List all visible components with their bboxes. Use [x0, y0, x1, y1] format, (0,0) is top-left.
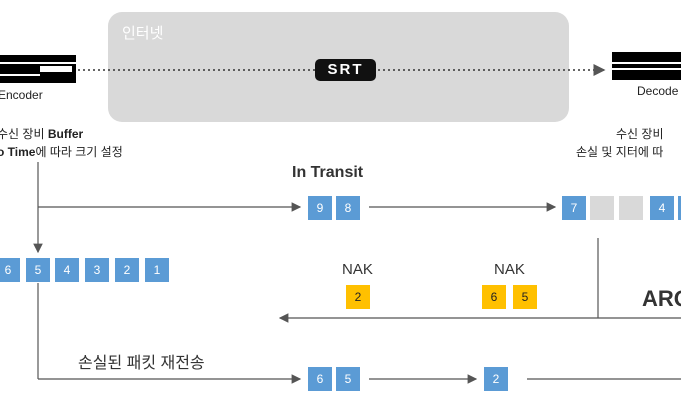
encoder-note-prefix: 수신 장비	[0, 127, 48, 141]
retransmit-label: 손실된 패킷 재전송	[78, 355, 205, 372]
arq-label: ARQ	[642, 286, 681, 311]
nak-packet: 5	[513, 285, 537, 309]
encoder-note-bold: Buffer	[47, 127, 84, 141]
receiver-packet: 7	[562, 196, 586, 220]
receiver-lost-packet	[619, 196, 643, 220]
encoder-note-bold-2: o Time	[0, 145, 36, 159]
retransmit-packet: 5	[336, 367, 360, 391]
transit-packet: 8	[336, 196, 360, 220]
sender-packet: 6	[0, 258, 20, 282]
decoder-label: Decode	[637, 84, 679, 98]
encoder-note-suffix: 에 따라 크기 설정	[35, 145, 123, 159]
sender-packet: 1	[145, 258, 169, 282]
nak-packet: 6	[482, 285, 506, 309]
in-transit-label: In Transit	[292, 164, 364, 181]
retransmit-packet: 2	[484, 367, 508, 391]
encoder-label: Encoder	[0, 88, 43, 102]
nak-packet: 2	[346, 285, 370, 309]
sender-packet: 4	[55, 258, 79, 282]
nak-label: NAK	[342, 261, 373, 278]
srt-badge: SRT	[315, 59, 376, 81]
encoder-note-line2: o Time에 따라 크기 설정	[0, 143, 123, 160]
retransmit-packet: 6	[308, 367, 332, 391]
receiver-lost-packet	[590, 196, 614, 220]
encoder-device	[0, 55, 76, 83]
decoder-note-line2: 손실 및 지터에 따	[576, 145, 664, 159]
receiver-packet-partial	[678, 196, 681, 220]
sender-packet: 2	[115, 258, 139, 282]
sender-packet: 5	[26, 258, 50, 282]
nak-label: NAK	[494, 261, 525, 278]
sender-packet: 3	[85, 258, 109, 282]
receiver-packet: 4	[650, 196, 674, 220]
decoder-note-line1: 수신 장비	[616, 127, 664, 141]
transit-packet: 9	[308, 196, 332, 220]
encoder-note-line1: 수신 장비 Buffer	[0, 125, 83, 142]
internet-label: 인터넷	[122, 25, 164, 42]
decoder-device	[612, 52, 681, 80]
